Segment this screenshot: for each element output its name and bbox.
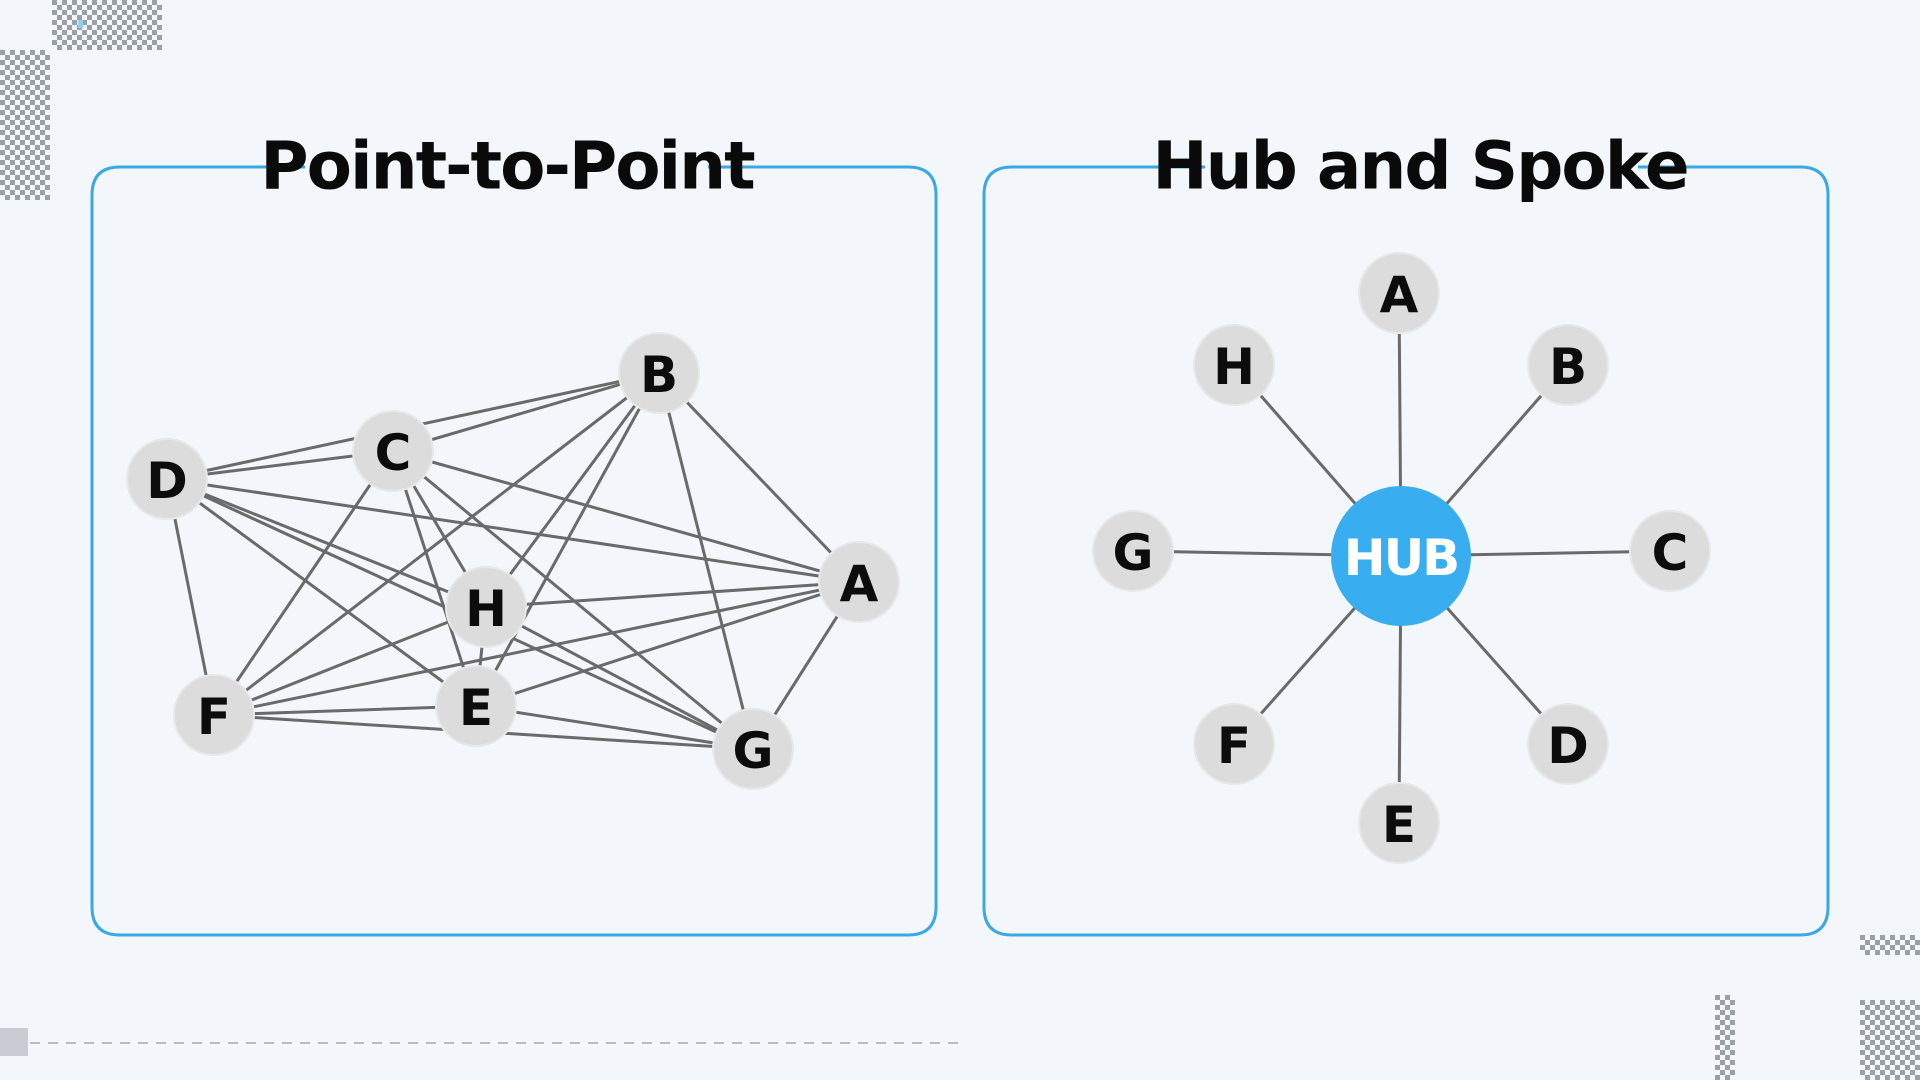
- node-circle: [352, 410, 434, 492]
- node-label: H: [465, 580, 507, 638]
- edge-h-g: [484, 605, 755, 751]
- node-d: D: [126, 438, 208, 520]
- spoke-node-b: B: [1527, 324, 1609, 406]
- footer-square: [0, 1028, 28, 1056]
- edge-a-e: [474, 580, 861, 708]
- point-to-point-panel: Point-to-Point A B C D E F G H: [90, 128, 938, 937]
- node-circle: [1193, 703, 1275, 785]
- node-label: E: [1382, 796, 1416, 854]
- node-label: G: [1112, 524, 1153, 582]
- edge-d-e: [165, 477, 478, 708]
- spoke-node-d: D: [1527, 703, 1609, 785]
- edge-b-h: [484, 371, 661, 609]
- node-label: B: [640, 346, 678, 404]
- top-left-pixel-block: [52, 0, 162, 50]
- node-circle: [1193, 324, 1275, 406]
- node-label: F: [197, 688, 231, 746]
- node-circle: [1527, 703, 1609, 785]
- edge-c-a: [391, 449, 861, 584]
- hub-label: HUB: [1344, 529, 1459, 587]
- point-to-point-nodes: A B C D E F G H: [126, 332, 900, 790]
- node-label: F: [1217, 717, 1251, 775]
- edge-e-g: [474, 704, 755, 751]
- node-c: C: [352, 410, 434, 492]
- left-pixel-strip: [0, 50, 50, 200]
- spoke-node-f: F: [1193, 703, 1275, 785]
- hub-node: HUB: [1331, 486, 1471, 626]
- hub-and-spoke-frame: [982, 165, 1830, 937]
- node-circle: [618, 332, 700, 414]
- node-label: A: [840, 555, 879, 613]
- node-b: B: [618, 332, 700, 414]
- hub-and-spoke-title: Hub and Spoke: [1152, 128, 1687, 205]
- node-circle: [435, 665, 517, 747]
- node-f: F: [173, 674, 255, 756]
- spoke-node-h: H: [1193, 324, 1275, 406]
- node-circle: [818, 541, 900, 623]
- spoke-node-e: E: [1358, 782, 1440, 864]
- spoke-node-a: A: [1358, 252, 1440, 334]
- node-label: B: [1549, 338, 1587, 396]
- point-to-point-frame: [90, 165, 938, 937]
- edge-e-f: [212, 704, 478, 717]
- node-circle: [1092, 510, 1174, 592]
- node-label: A: [1380, 266, 1419, 324]
- bottom-right-pixel-strip: [1860, 935, 1920, 955]
- edge-d-h: [165, 477, 488, 609]
- node-h: H: [445, 566, 527, 648]
- hub-and-spoke-nodes: A B C D E F G H: [1092, 252, 1711, 864]
- spoke-node-g: G: [1092, 510, 1174, 592]
- node-circle: [1358, 252, 1440, 334]
- edge-c-f: [212, 449, 395, 717]
- node-label: H: [1213, 338, 1255, 396]
- node-circle: [1629, 510, 1711, 592]
- point-to-point-title: Point-to-Point: [260, 128, 755, 205]
- node-label: C: [1652, 524, 1689, 582]
- edge-d-a: [165, 477, 861, 584]
- node-g: G: [712, 708, 794, 790]
- node-circle: [126, 438, 208, 520]
- bottom-right-pixel-column: [1715, 995, 1735, 1080]
- edge-a-h: [484, 580, 861, 609]
- edge-h-f: [212, 605, 488, 717]
- node-circle: [173, 674, 255, 756]
- node-label: D: [1547, 717, 1589, 775]
- node-circle: [1527, 324, 1609, 406]
- node-label: C: [375, 424, 412, 482]
- spoke-node-c: C: [1629, 510, 1711, 592]
- edge-a-f: [212, 580, 861, 717]
- edge-b-g: [657, 371, 755, 751]
- accent-pixel: [78, 20, 83, 28]
- edge-b-f: [212, 371, 661, 717]
- node-circle: [445, 566, 527, 648]
- bottom-right-pixel-block: [1860, 1000, 1920, 1080]
- node-circle: [712, 708, 794, 790]
- node-label: E: [459, 679, 493, 737]
- node-label: D: [146, 452, 188, 510]
- node-a: A: [818, 541, 900, 623]
- hub-and-spoke-panel: Hub and Spoke A B C D E F G H HUB: [982, 128, 1830, 937]
- edge-c-b: [391, 371, 661, 453]
- edge-b-a: [657, 371, 861, 584]
- edge-b-e: [474, 371, 661, 708]
- hub-circle: [1331, 486, 1471, 626]
- node-e: E: [435, 665, 517, 747]
- node-label: G: [732, 722, 773, 780]
- node-circle: [1358, 782, 1440, 864]
